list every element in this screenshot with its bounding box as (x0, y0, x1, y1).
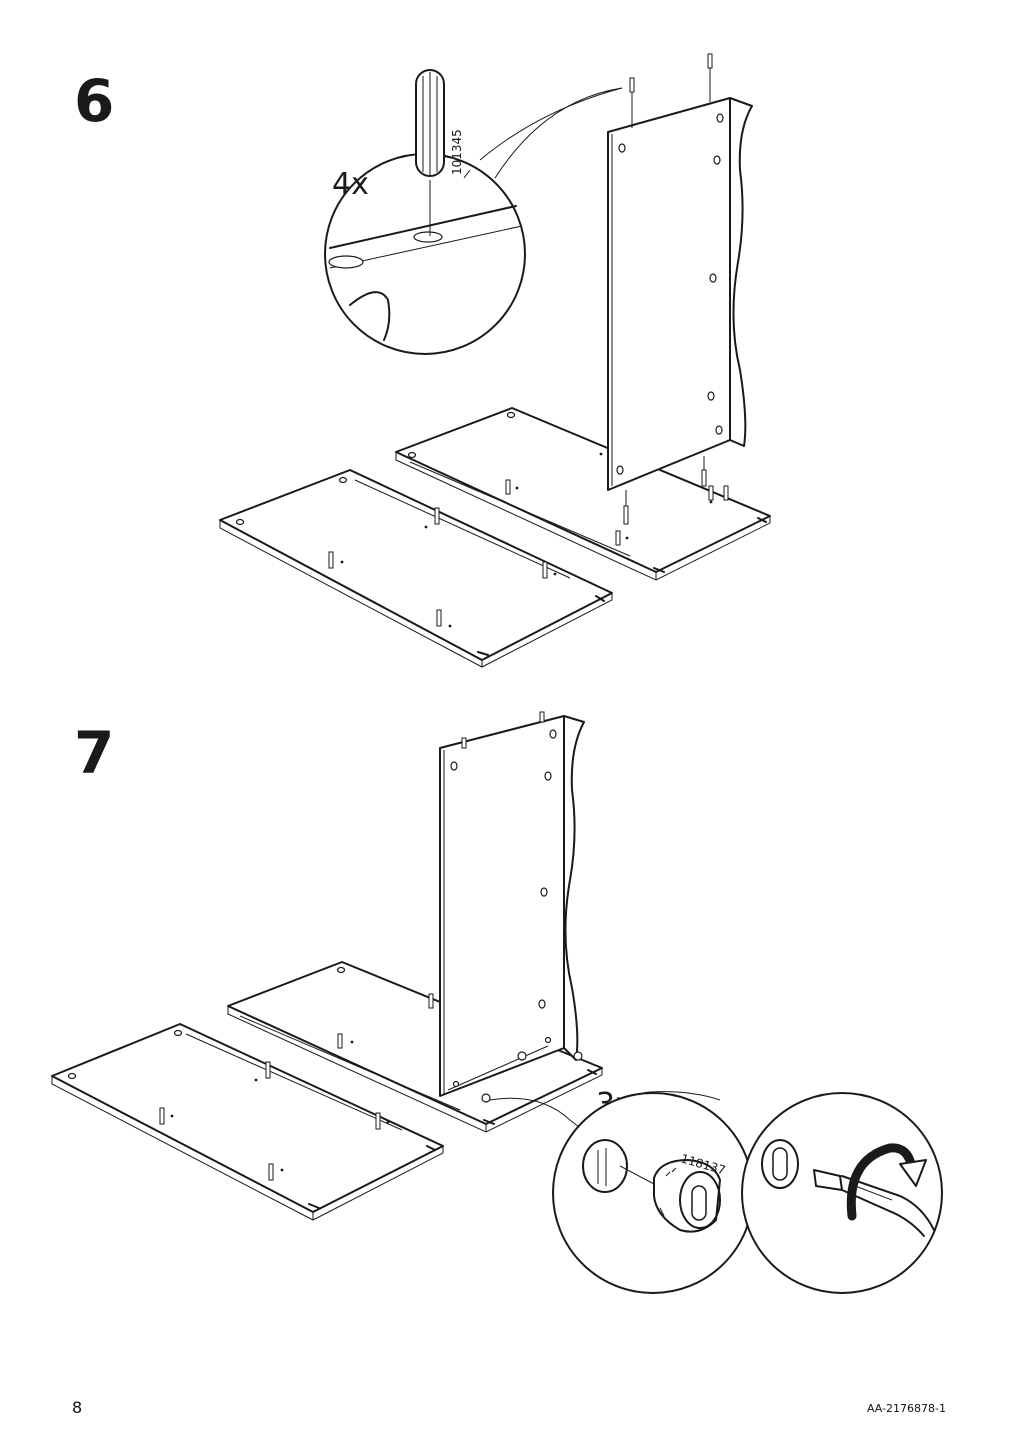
part-number-label: 101345 (450, 129, 464, 175)
bottom-panel (395, 407, 771, 581)
side-panel (607, 53, 753, 506)
shelf-panel (51, 1023, 444, 1221)
shelf-panel (219, 469, 613, 668)
screwdriver-detail-circle (741, 1092, 943, 1294)
step-7-illustration: 3x 118137 (51, 711, 943, 1294)
quantity-label: 4x (332, 167, 369, 202)
dowel-detail-circle: 4x 101345 (324, 69, 623, 355)
step-number: 7 (74, 719, 115, 787)
page-number: 8 (72, 1398, 83, 1417)
document-code: AA-2176878-1 (866, 1402, 946, 1415)
step-6-illustration: 4x 101345 (219, 53, 771, 668)
cam-lock-detail-circle: 118137 (552, 1092, 754, 1294)
step-number: 6 (74, 67, 115, 135)
rotate-arrow-icon (846, 1143, 927, 1221)
wooden-dowel-icon (415, 69, 445, 236)
bottom-panel (227, 961, 603, 1133)
side-panel (439, 711, 585, 1103)
cam-lock-icon (653, 1159, 721, 1233)
cam-lock-icon (452, 1036, 583, 1103)
